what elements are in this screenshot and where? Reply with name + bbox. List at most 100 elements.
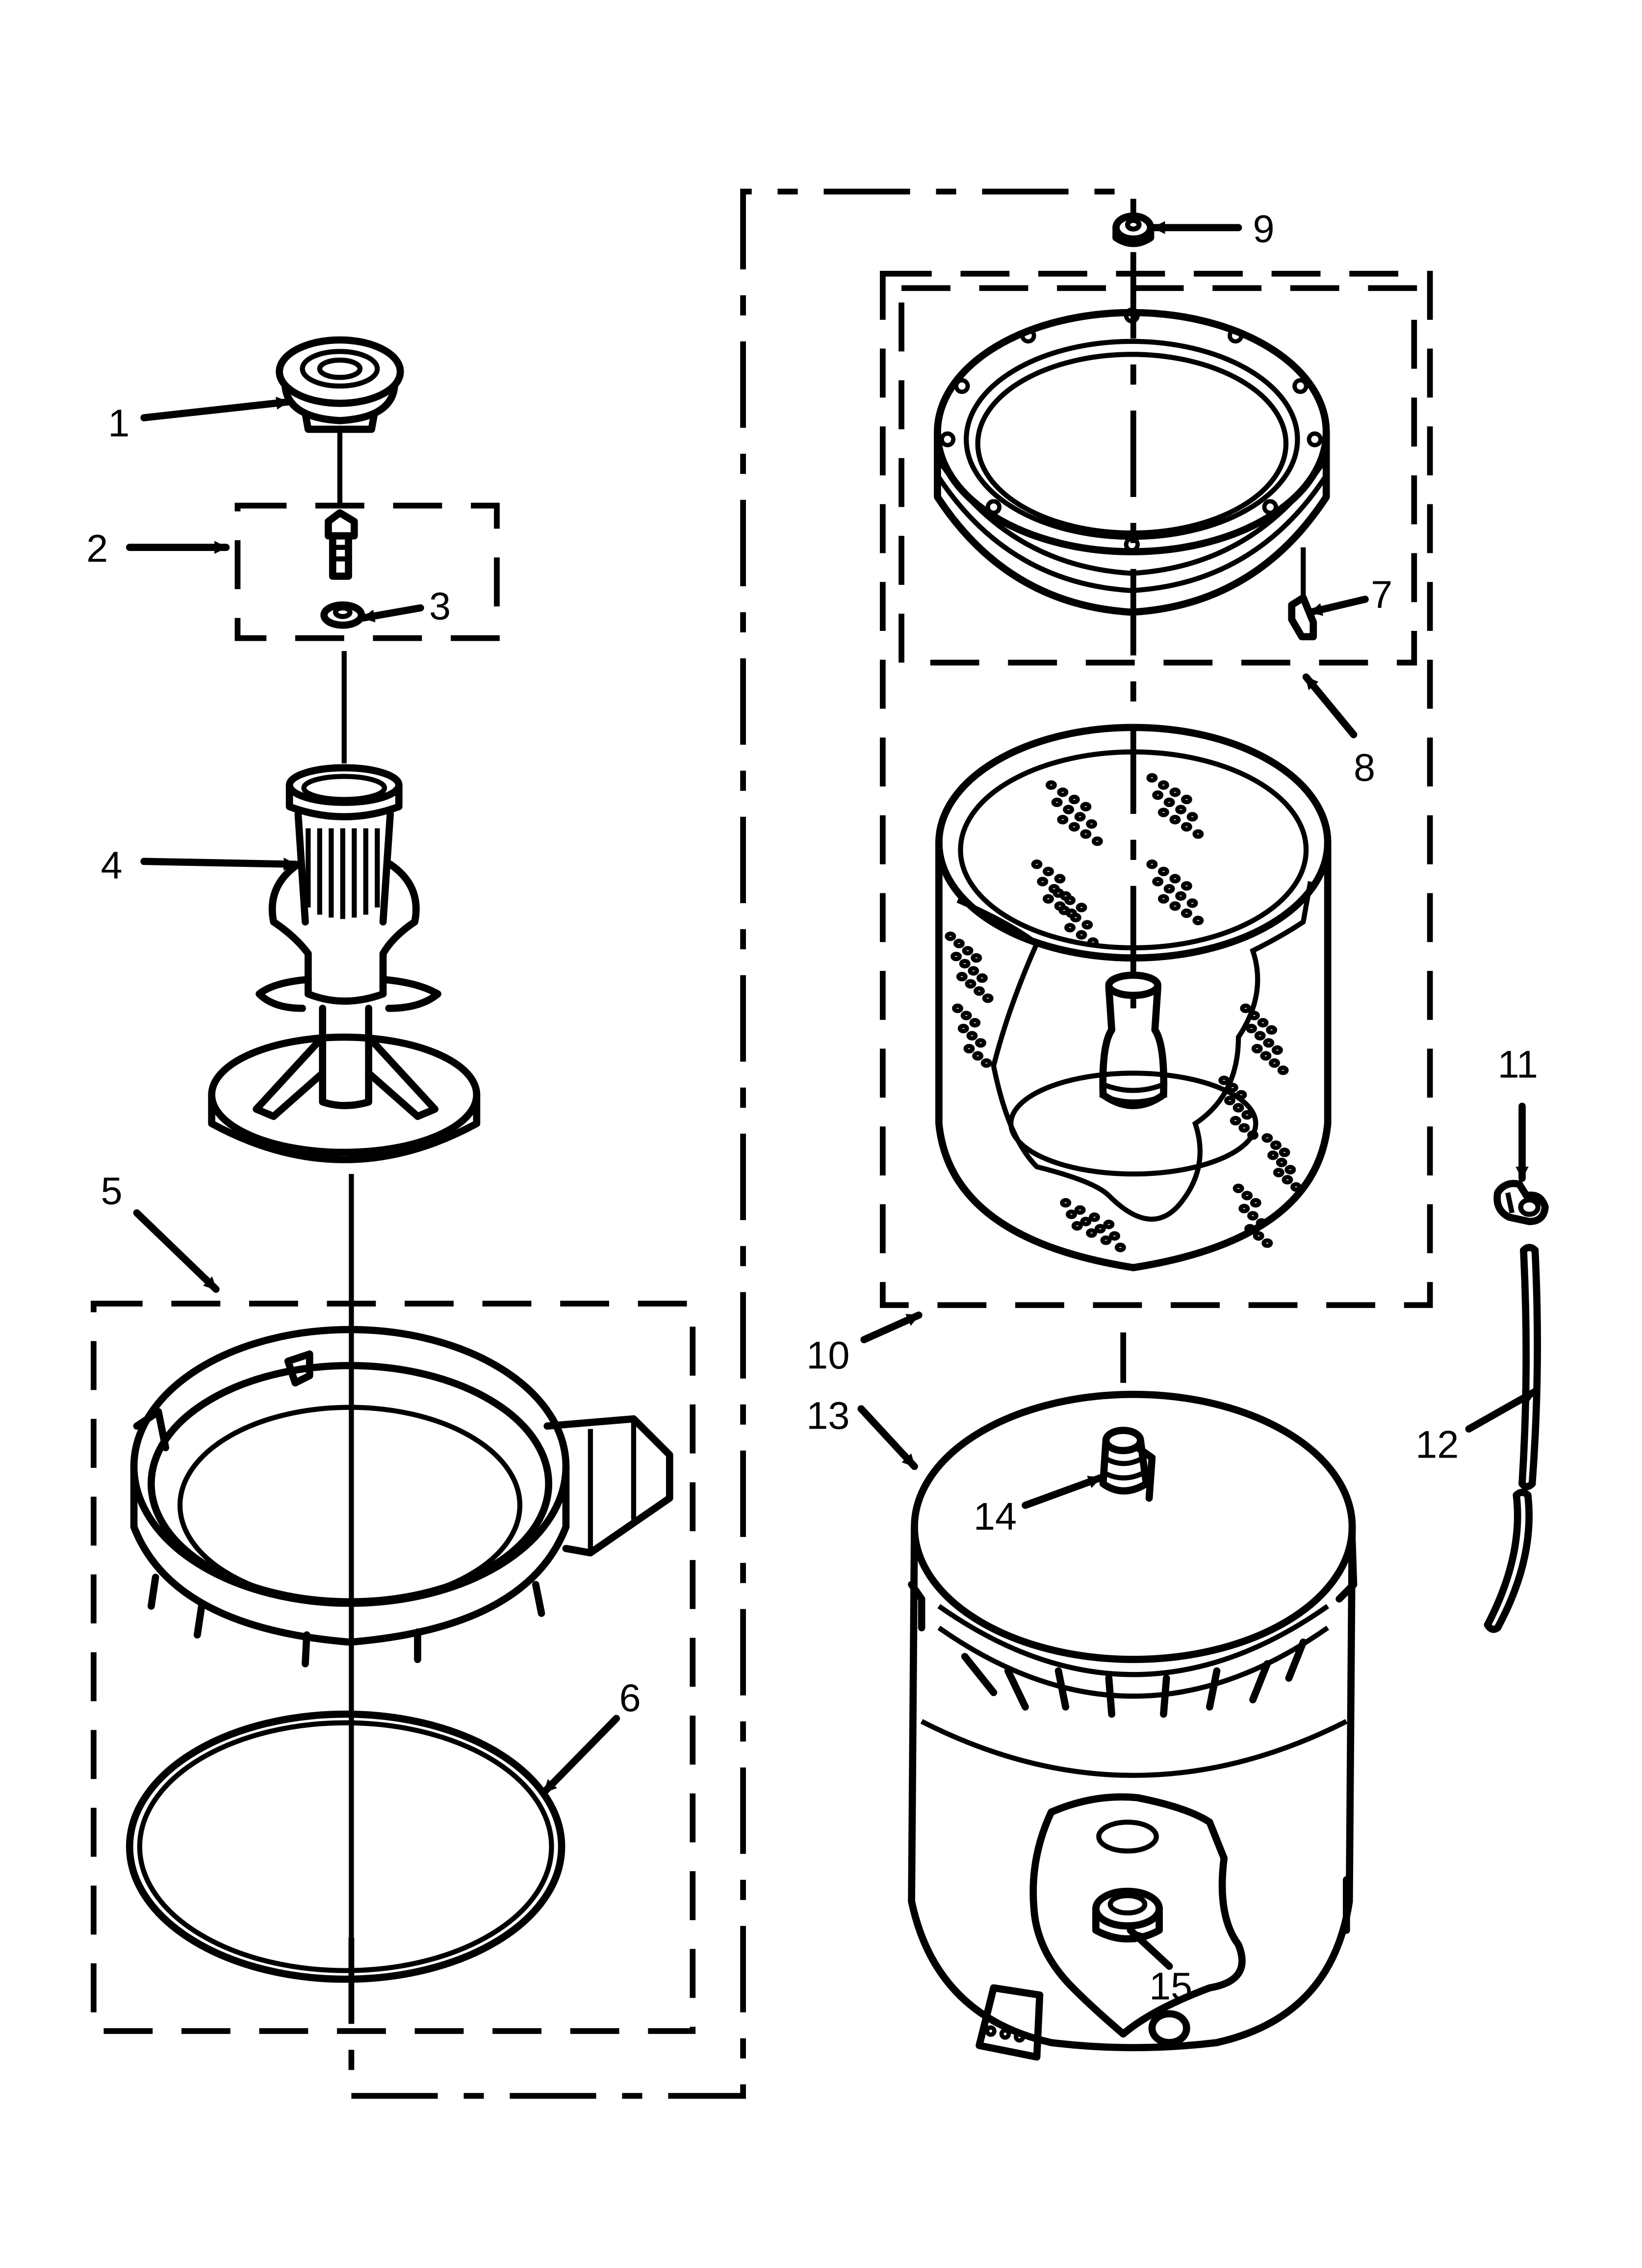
basket-perforation xyxy=(1180,908,1192,918)
basket-perforation xyxy=(1271,1045,1283,1055)
basket-perforation xyxy=(1192,829,1204,839)
basket-perforation xyxy=(1238,1123,1250,1133)
basket-perforation xyxy=(1074,1205,1086,1215)
basket-perforation xyxy=(1068,822,1080,832)
basket-perforation xyxy=(965,979,976,989)
basket-perforation xyxy=(1238,1203,1250,1214)
basket-perforation xyxy=(1064,923,1076,933)
part-2-bolt xyxy=(325,509,358,580)
part-13-outer-tub xyxy=(908,1390,1358,2061)
basket-perforation xyxy=(953,938,965,948)
basket-perforation xyxy=(976,973,988,983)
part-5-tub-ring-box xyxy=(90,1301,696,2034)
basket-perforation xyxy=(1250,1198,1261,1208)
basket-perforation xyxy=(1103,1220,1115,1229)
basket-perforation xyxy=(1175,805,1187,814)
basket-perforation xyxy=(1251,1043,1263,1054)
basket-perforation xyxy=(1224,1095,1235,1105)
basket-perforation xyxy=(1087,937,1099,947)
basket-perforation xyxy=(1068,794,1080,805)
basket-perforation xyxy=(1109,1231,1121,1241)
part-7-clip xyxy=(1288,594,1317,641)
basket-perforation xyxy=(1070,912,1081,923)
basket-perforation xyxy=(1232,1183,1244,1194)
basket-perforation xyxy=(963,1043,975,1054)
part-10-basket-assembly-box xyxy=(880,271,1433,1308)
basket-perforation xyxy=(1218,1075,1230,1085)
basket-perforation xyxy=(1267,1150,1279,1160)
basket-perforation xyxy=(956,972,968,982)
basket-perforation xyxy=(1256,1218,1267,1228)
basket-perforation xyxy=(1057,815,1069,825)
basket-perforation xyxy=(1180,822,1192,832)
basket-perforation xyxy=(1232,1103,1244,1113)
callout-15: 15 xyxy=(1149,1964,1192,2007)
basket-perforation xyxy=(1273,1168,1284,1177)
basket-perforation xyxy=(1169,901,1181,911)
part-14-coupling xyxy=(1099,1427,1156,1502)
basket-perforation xyxy=(1277,1065,1289,1075)
basket-perforation xyxy=(952,1003,964,1014)
basket-perforation xyxy=(1043,894,1054,904)
basket-perforation xyxy=(1240,1003,1252,1014)
basket-perforation xyxy=(1086,819,1098,829)
basket-perforation xyxy=(1100,1235,1112,1245)
part-12-hose xyxy=(1484,1244,1541,1633)
part-11-hose-clamp xyxy=(1493,1180,1549,1225)
basket-perforation xyxy=(1071,1221,1083,1231)
basket-perforation xyxy=(959,959,971,969)
basket-perforation xyxy=(1081,920,1093,930)
basket-perforation xyxy=(1152,877,1164,886)
basket-perforation xyxy=(1244,1224,1256,1234)
basket-perforation xyxy=(1269,1058,1280,1068)
basket-perforation xyxy=(1074,812,1086,822)
basket-perforation xyxy=(1169,787,1181,797)
basket-perforation xyxy=(1192,915,1204,925)
basket-perforation xyxy=(1290,1182,1302,1192)
basket-perforation xyxy=(1169,874,1181,884)
basket-perforation xyxy=(969,1018,981,1028)
callout-14: 14 xyxy=(974,1494,1017,1538)
basket-perforation xyxy=(974,986,985,996)
basket-perforation xyxy=(1146,860,1158,869)
callout-4: 4 xyxy=(101,843,123,887)
basket-perforation xyxy=(960,1011,972,1020)
basket-perforation xyxy=(1086,1228,1098,1238)
basket-perforation xyxy=(1031,860,1043,869)
basket-perforation xyxy=(962,946,974,956)
basket-perforation xyxy=(1094,1224,1106,1234)
basket-perforation xyxy=(1058,905,1070,915)
callout-5: 5 xyxy=(101,1169,123,1213)
basket-perforation xyxy=(1157,894,1169,904)
basket-perforation xyxy=(1157,866,1169,877)
basket-perforation xyxy=(1186,898,1198,908)
basket-perforation xyxy=(1282,1175,1293,1185)
basket-perforation xyxy=(1169,815,1181,825)
callout-13: 13 xyxy=(806,1394,849,1437)
basket-perforation xyxy=(1261,1133,1273,1143)
basket-perforation xyxy=(1284,1165,1296,1174)
basket-perforation xyxy=(1260,1051,1272,1061)
basket-perforation xyxy=(1052,888,1064,898)
basket-perforation xyxy=(1037,877,1049,886)
basket-perforation xyxy=(982,993,994,1003)
basket-perforation xyxy=(1157,780,1169,790)
callout-6: 6 xyxy=(619,1676,641,1720)
basket-perforation xyxy=(975,1038,987,1048)
basket-perforation xyxy=(1060,1198,1072,1208)
assembly-connector-line xyxy=(348,188,1136,2099)
basket-perforation xyxy=(1257,1018,1269,1028)
basket-perforation xyxy=(945,931,956,941)
basket-perforation xyxy=(968,966,979,976)
basket-perforation xyxy=(1043,866,1054,877)
basket-perforation xyxy=(1276,1157,1287,1168)
basket-perforation xyxy=(1091,836,1103,846)
basket-perforation xyxy=(980,1058,992,1068)
basket-perforation xyxy=(1248,1011,1260,1020)
basket-perforation xyxy=(1235,1090,1247,1100)
part-5-tub-ring xyxy=(130,1326,673,1668)
basket-perforation xyxy=(1254,1031,1266,1041)
basket-perforation xyxy=(1051,797,1063,808)
basket-perforation xyxy=(1246,1023,1257,1034)
